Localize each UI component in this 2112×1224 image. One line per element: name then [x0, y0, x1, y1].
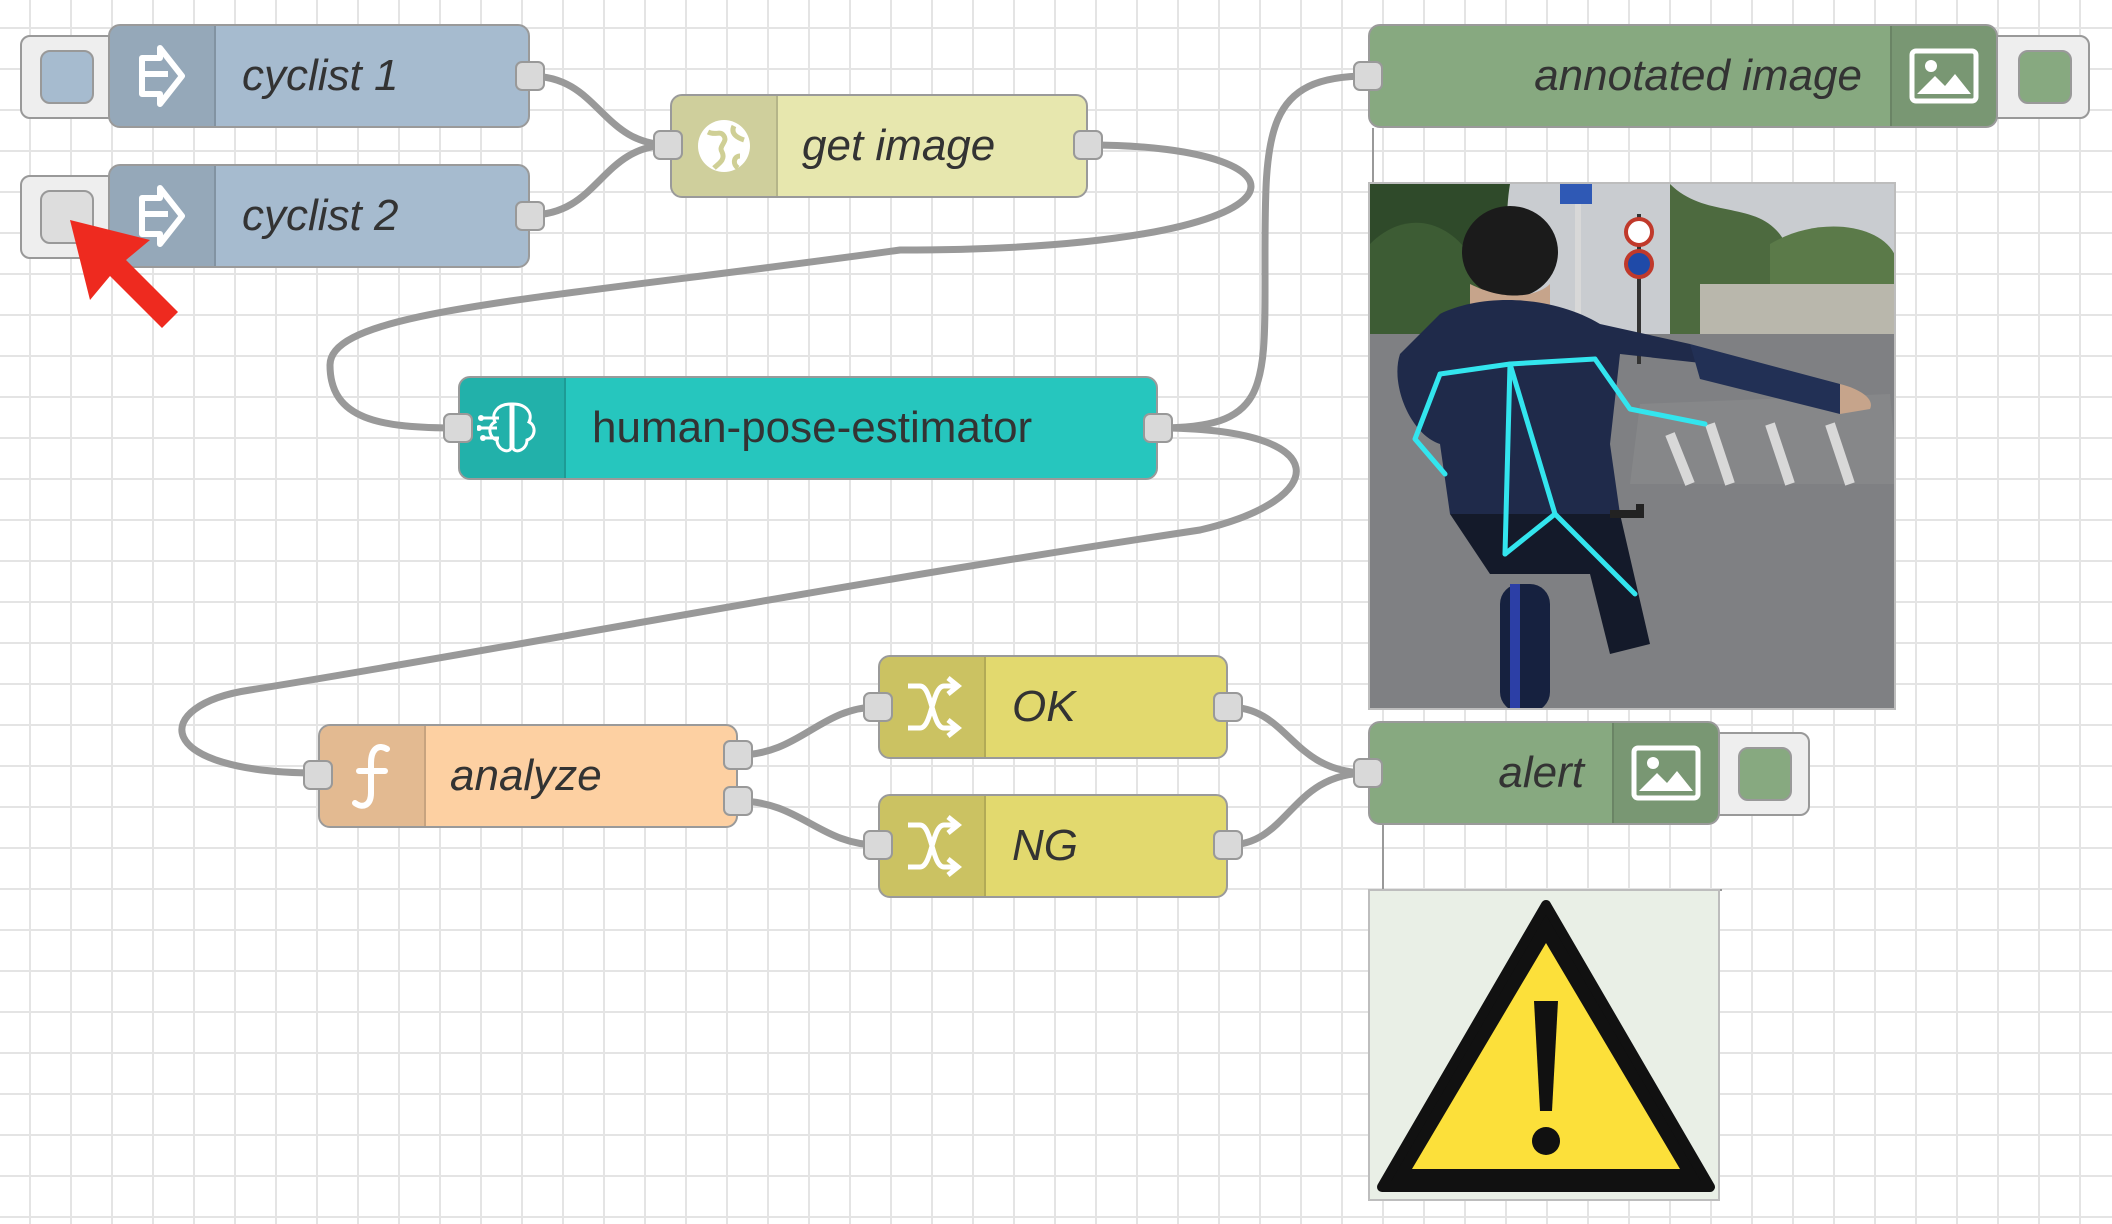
- input-port[interactable]: [443, 413, 473, 443]
- node-label: NG: [1012, 821, 1078, 870]
- node-label: analyze: [450, 751, 602, 800]
- shuffle-icon: [880, 657, 986, 757]
- node-alert[interactable]: alert: [1368, 721, 1720, 825]
- wire-cyclist2-getimage: [526, 141, 674, 219]
- arrow-in-icon: [110, 26, 216, 126]
- node-get-image[interactable]: get image: [670, 94, 1088, 198]
- warning-triangle-icon: [1377, 900, 1715, 1192]
- node-label: cyclist 2: [242, 191, 399, 240]
- input-port[interactable]: [863, 830, 893, 860]
- output-port-1[interactable]: [723, 740, 753, 770]
- alert-image-preview: [1368, 889, 1720, 1201]
- output-port[interactable]: [515, 61, 545, 91]
- wire-getimage-pose: [326, 141, 1255, 432]
- inject-button-tray-cyclist1: [20, 35, 120, 119]
- output-port[interactable]: [515, 201, 545, 231]
- function-icon: [320, 726, 426, 826]
- node-ng[interactable]: NG: [878, 794, 1228, 898]
- node-label: annotated image: [1534, 51, 1862, 100]
- node-label: cyclist 1: [242, 51, 399, 100]
- brain-circuit-icon: [460, 378, 566, 478]
- output-port[interactable]: [1073, 130, 1103, 160]
- input-port[interactable]: [303, 760, 333, 790]
- preview-connector: [1372, 128, 1374, 182]
- globe-icon: [672, 96, 778, 196]
- input-port[interactable]: [1353, 758, 1383, 788]
- annotated-image-preview: [1368, 182, 1896, 710]
- debug-toggle-tray-annotated: [1980, 35, 2090, 119]
- node-label: alert: [1498, 748, 1584, 797]
- node-label: human-pose-estimator: [592, 403, 1033, 452]
- node-human-pose-estimator[interactable]: human-pose-estimator: [458, 376, 1158, 480]
- input-port[interactable]: [653, 130, 683, 160]
- output-port-2[interactable]: [723, 786, 753, 816]
- shuffle-icon: [880, 796, 986, 896]
- node-analyze[interactable]: analyze: [318, 724, 738, 828]
- output-port[interactable]: [1213, 692, 1243, 722]
- debug-toggle-annotated[interactable]: [2018, 50, 2072, 104]
- node-cyclist1[interactable]: cyclist 1: [108, 24, 530, 128]
- inject-button-cyclist1[interactable]: [40, 50, 94, 104]
- wire-ok-alert: [1224, 703, 1372, 777]
- debug-toggle-alert[interactable]: [1738, 747, 1792, 801]
- wire-ng-alert: [1224, 769, 1372, 849]
- output-port[interactable]: [1213, 830, 1243, 860]
- wire-analyze-ng: [734, 797, 882, 849]
- output-port[interactable]: [1143, 413, 1173, 443]
- node-ok[interactable]: OK: [878, 655, 1228, 759]
- input-port[interactable]: [863, 692, 893, 722]
- cyclist-pose-photo: [1370, 184, 1894, 708]
- node-label: OK: [1012, 682, 1076, 731]
- image-icon: [1612, 723, 1718, 823]
- input-port[interactable]: [1353, 61, 1383, 91]
- pose-skeleton: [1412, 356, 1708, 597]
- image-icon: [1890, 26, 1996, 126]
- wire-analyze-ok: [734, 703, 882, 759]
- node-annotated-image[interactable]: annotated image: [1368, 24, 1998, 128]
- node-label: get image: [802, 121, 996, 170]
- wire-pose-annotated: [1154, 72, 1372, 432]
- red-arrow-cursor-icon: [70, 220, 178, 328]
- wire-cyclist1-getimage: [526, 72, 674, 149]
- preview-connector: [1382, 825, 1384, 891]
- wire-pose-analyze: [178, 424, 1300, 777]
